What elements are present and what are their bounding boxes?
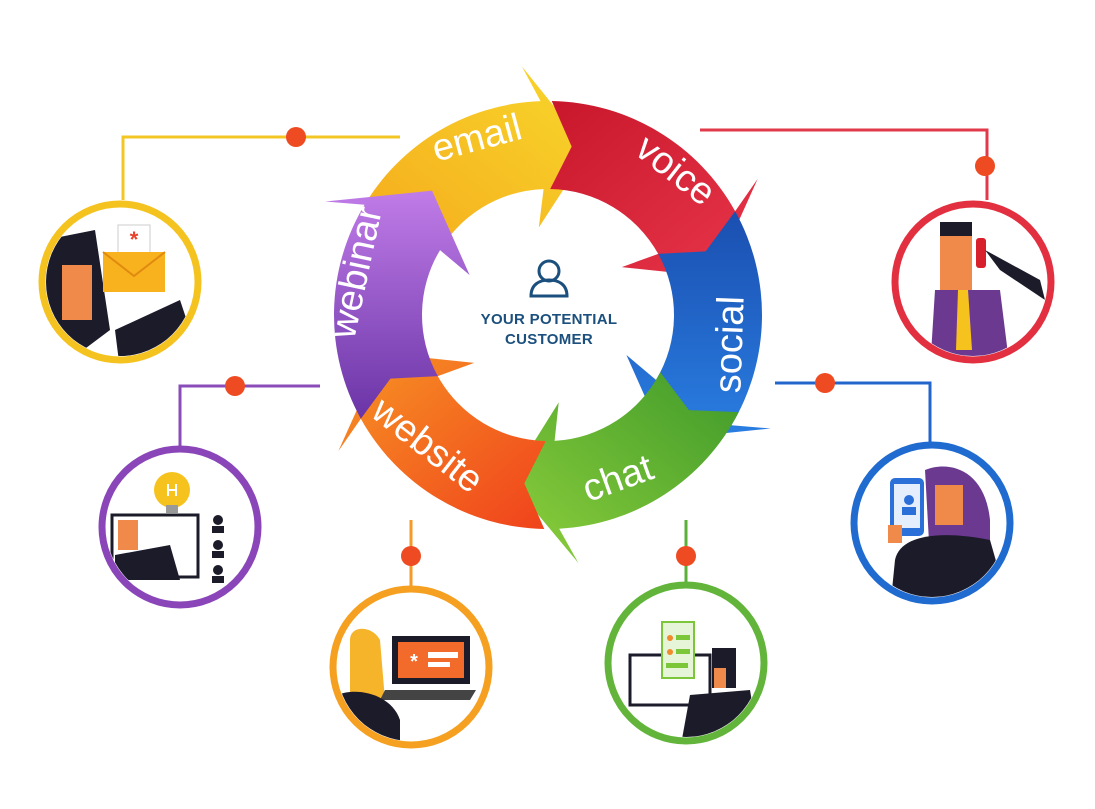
center-hub: YOUR POTENTIAL CUSTOMER xyxy=(481,259,618,348)
connector-email xyxy=(121,135,400,200)
connector-dot-webinar xyxy=(225,376,245,396)
arrow-website xyxy=(338,353,546,529)
connector-dot-social xyxy=(815,373,835,393)
label-social: social xyxy=(707,295,752,394)
connector-dot-chat xyxy=(676,546,696,566)
smartphone-social-icon xyxy=(850,441,1014,605)
connector-dot-voice xyxy=(975,156,995,176)
chat-window-icon xyxy=(604,581,768,745)
connector-social xyxy=(775,381,932,450)
svg-text:*: * xyxy=(130,227,139,252)
connector-dot-email xyxy=(286,127,306,147)
laptop-website-icon: * xyxy=(329,585,493,749)
svg-text:*: * xyxy=(410,651,418,673)
arrow-chat xyxy=(509,372,739,564)
arrow-webinar xyxy=(325,190,470,419)
connector-lines xyxy=(121,127,995,595)
connector-webinar xyxy=(178,384,320,450)
cycle-ring xyxy=(325,66,771,564)
arrow-voice xyxy=(550,101,758,277)
connector-dot-website xyxy=(401,546,421,566)
envelope-icon: * xyxy=(38,200,202,364)
center-title-line2: CUSTOMER xyxy=(505,331,593,348)
connector-voice xyxy=(700,128,989,200)
person-outline-icon xyxy=(529,259,569,298)
phone-call-icon xyxy=(891,200,1055,364)
center-title-line1: YOUR POTENTIAL xyxy=(481,311,618,328)
webinar-presentation-icon xyxy=(98,445,262,609)
